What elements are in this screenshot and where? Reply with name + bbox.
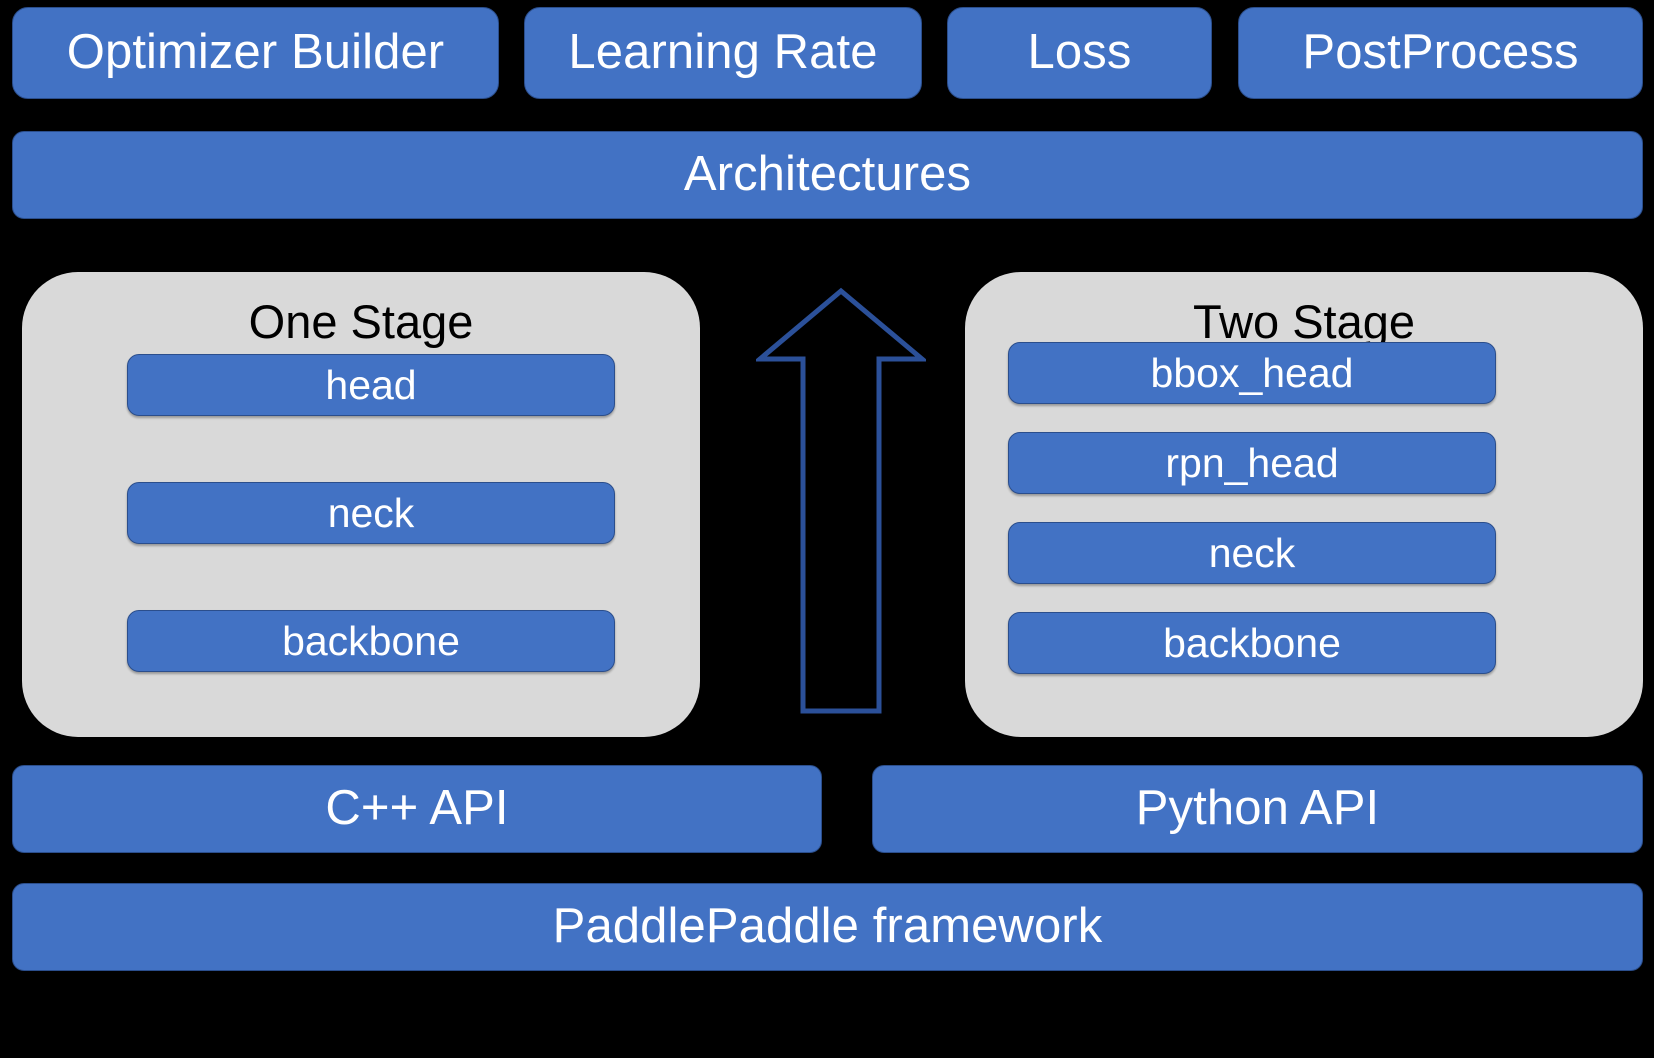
stage-panel-two-stage: Two Stage bbox_head rpn_head neck backbo… (965, 272, 1643, 737)
stage-component-label: backbone (282, 617, 460, 664)
module-label: PostProcess (1302, 25, 1579, 80)
module-box-optimizer-builder[interactable]: Optimizer Builder (12, 7, 499, 99)
up-arrow-icon (756, 285, 926, 715)
module-label: C++ API (325, 781, 509, 836)
stage-panel-title: Two Stage (1192, 295, 1416, 348)
stage-component-neck[interactable]: neck (1008, 522, 1496, 584)
stage-panel-title: One Stage (248, 295, 474, 348)
stage-component-head[interactable]: head (127, 354, 615, 416)
stage-panel-one-stage: One Stage head neck backbone (22, 272, 700, 737)
stage-component-label: neck (327, 489, 415, 536)
module-band-paddlepaddle-framework[interactable]: PaddlePaddle framework (12, 883, 1643, 971)
stage-component-backbone[interactable]: backbone (127, 610, 615, 672)
stage-component-label: bbox_head (1150, 349, 1354, 396)
module-box-python-api[interactable]: Python API (872, 765, 1643, 853)
module-label: Loss (1027, 25, 1132, 80)
module-box-loss[interactable]: Loss (947, 7, 1212, 99)
module-label: Learning Rate (568, 25, 878, 80)
stage-component-rpn-head[interactable]: rpn_head (1008, 432, 1496, 494)
stage-component-label: head (325, 361, 417, 408)
module-box-cpp-api[interactable]: C++ API (12, 765, 822, 853)
module-box-learning-rate[interactable]: Learning Rate (524, 7, 922, 99)
module-label: Python API (1135, 781, 1380, 836)
module-label: Optimizer Builder (66, 25, 445, 80)
stage-component-label: backbone (1163, 619, 1341, 666)
module-label: Architectures (683, 147, 972, 202)
stage-component-label: neck (1208, 529, 1296, 576)
module-band-architectures[interactable]: Architectures (12, 131, 1643, 219)
stage-component-bbox-head[interactable]: bbox_head (1008, 342, 1496, 404)
stage-component-neck[interactable]: neck (127, 482, 615, 544)
module-box-postprocess[interactable]: PostProcess (1238, 7, 1643, 99)
module-label: PaddlePaddle framework (552, 899, 1103, 954)
stage-component-backbone[interactable]: backbone (1008, 612, 1496, 674)
stage-component-label: rpn_head (1165, 439, 1339, 486)
